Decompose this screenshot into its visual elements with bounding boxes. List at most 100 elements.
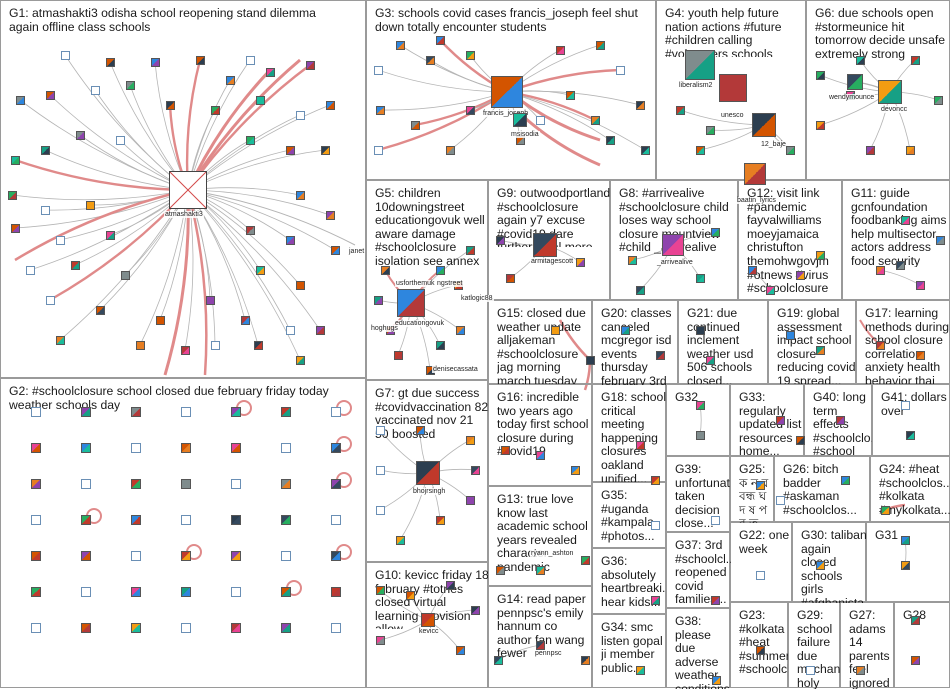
graph-node-g1[interactable] xyxy=(210,340,220,350)
graph-node-g1[interactable] xyxy=(180,345,190,355)
graph-node-g1[interactable] xyxy=(10,155,20,165)
graph-node-g1[interactable] xyxy=(155,315,165,325)
graph-node-small[interactable] xyxy=(880,505,890,515)
graph-node-g1[interactable] xyxy=(115,135,125,145)
graph-node-g3[interactable] xyxy=(535,115,545,125)
graph-node-g1[interactable] xyxy=(285,145,295,155)
graph-node-g3[interactable] xyxy=(595,40,605,50)
graph-node-g2[interactable] xyxy=(81,623,91,633)
graph-node-small[interactable] xyxy=(755,480,765,490)
graph-node-g10[interactable] xyxy=(375,585,385,595)
graph-node-g2[interactable] xyxy=(81,407,91,417)
graph-node-g2[interactable] xyxy=(331,587,341,597)
graph-node-g10[interactable] xyxy=(445,580,455,590)
graph-node-g12[interactable] xyxy=(815,250,825,260)
graph-node-row[interactable] xyxy=(695,325,705,335)
graph-node-g3[interactable] xyxy=(373,145,383,155)
graph-node-g2[interactable] xyxy=(331,479,341,489)
graph-node-g2[interactable] xyxy=(181,587,191,597)
graph-node-small[interactable] xyxy=(695,400,705,410)
graph-node-g6[interactable] xyxy=(815,70,825,80)
graph-node-g2[interactable] xyxy=(131,587,141,597)
liberalism-node[interactable] xyxy=(685,50,715,80)
graph-node-g2[interactable] xyxy=(181,551,191,561)
graph-node-g3[interactable] xyxy=(465,105,475,115)
graph-node-g3[interactable] xyxy=(640,145,650,155)
graph-node-g1[interactable] xyxy=(255,95,265,105)
graph-node-g7[interactable] xyxy=(375,465,385,475)
graph-node-g14[interactable] xyxy=(535,640,545,650)
graph-node-g2[interactable] xyxy=(31,515,41,525)
graph-node-g13[interactable] xyxy=(535,565,545,575)
graph-node-g1[interactable] xyxy=(285,235,295,245)
graph-node-g10[interactable] xyxy=(470,605,480,615)
graph-node-g14[interactable] xyxy=(580,655,590,665)
graph-node-g1[interactable] xyxy=(90,85,100,95)
graph-node-g2[interactable] xyxy=(131,551,141,561)
graph-node-g7[interactable] xyxy=(470,465,480,475)
graph-node-g1[interactable] xyxy=(245,135,255,145)
graph-node-g7[interactable] xyxy=(465,495,475,505)
graph-node-small[interactable] xyxy=(650,520,660,530)
graph-node-g2[interactable] xyxy=(281,515,291,525)
graph-node-small[interactable] xyxy=(635,440,645,450)
graph-node-g2[interactable] xyxy=(231,407,241,417)
graph-node-g7[interactable] xyxy=(375,505,385,515)
graph-node-g1[interactable] xyxy=(60,50,70,60)
graph-node-g1[interactable] xyxy=(135,340,145,350)
graph-node-g2[interactable] xyxy=(31,407,41,417)
graph-node-g5[interactable] xyxy=(393,350,403,360)
graph-node-small[interactable] xyxy=(900,560,910,570)
graph-node-g1[interactable] xyxy=(125,80,135,90)
graph-node-g1[interactable] xyxy=(105,57,115,67)
graph-node-g2[interactable] xyxy=(281,623,291,633)
graph-node-g16[interactable] xyxy=(570,465,580,475)
graph-node-small[interactable] xyxy=(855,665,865,675)
msisodia-node[interactable] xyxy=(513,113,527,127)
graph-node-g7[interactable] xyxy=(375,425,385,435)
graph-node-g1[interactable] xyxy=(40,205,50,215)
graph-node-row[interactable] xyxy=(585,355,595,365)
graph-node-g2[interactable] xyxy=(181,443,191,453)
graph-node-g13[interactable] xyxy=(495,565,505,575)
graph-node-g2[interactable] xyxy=(181,479,191,489)
graph-node-g16[interactable] xyxy=(500,445,510,455)
graph-node-g9[interactable] xyxy=(495,235,505,245)
graph-node-g1[interactable] xyxy=(15,95,25,105)
graph-node-small[interactable] xyxy=(755,645,765,655)
graph-node-g2[interactable] xyxy=(231,515,241,525)
graph-node-g9[interactable] xyxy=(575,257,585,267)
graph-node-g5[interactable] xyxy=(465,245,475,255)
graph-node-g2[interactable] xyxy=(331,551,341,561)
graph-node-g12[interactable] xyxy=(765,285,775,295)
graph-node-g2[interactable] xyxy=(181,515,191,525)
graph-node-g8[interactable] xyxy=(710,227,720,237)
graph-node-g2[interactable] xyxy=(81,515,91,525)
graph-node-g1[interactable] xyxy=(105,230,115,240)
graph-node-g2[interactable] xyxy=(131,479,141,489)
graph-node-g2[interactable] xyxy=(231,479,241,489)
graph-node-g2[interactable] xyxy=(281,551,291,561)
graph-node-g10[interactable] xyxy=(455,645,465,655)
graph-node-small[interactable] xyxy=(905,430,915,440)
graph-node-g1[interactable] xyxy=(295,280,305,290)
graph-node-small[interactable] xyxy=(755,570,765,580)
12-baje-node[interactable] xyxy=(752,113,776,137)
graph-node-row[interactable] xyxy=(875,340,885,350)
graph-node-g2[interactable] xyxy=(31,551,41,561)
graph-node-g2[interactable] xyxy=(231,587,241,597)
graph-node-g1[interactable] xyxy=(95,305,105,315)
graph-node-g2[interactable] xyxy=(131,623,141,633)
graph-node-g1[interactable] xyxy=(75,130,85,140)
graph-node-g3[interactable] xyxy=(605,135,615,145)
graph-node-g3[interactable] xyxy=(590,115,600,125)
graph-node-g2[interactable] xyxy=(281,587,291,597)
graph-node-g3[interactable] xyxy=(375,105,385,115)
graph-node-small[interactable] xyxy=(795,435,805,445)
graph-node-g3[interactable] xyxy=(435,35,445,45)
graph-node-g2[interactable] xyxy=(231,551,241,561)
graph-node-g2[interactable] xyxy=(331,443,341,453)
graph-node-g2[interactable] xyxy=(281,479,291,489)
graph-node-g3[interactable] xyxy=(565,90,575,100)
graph-node-g1[interactable] xyxy=(295,355,305,365)
